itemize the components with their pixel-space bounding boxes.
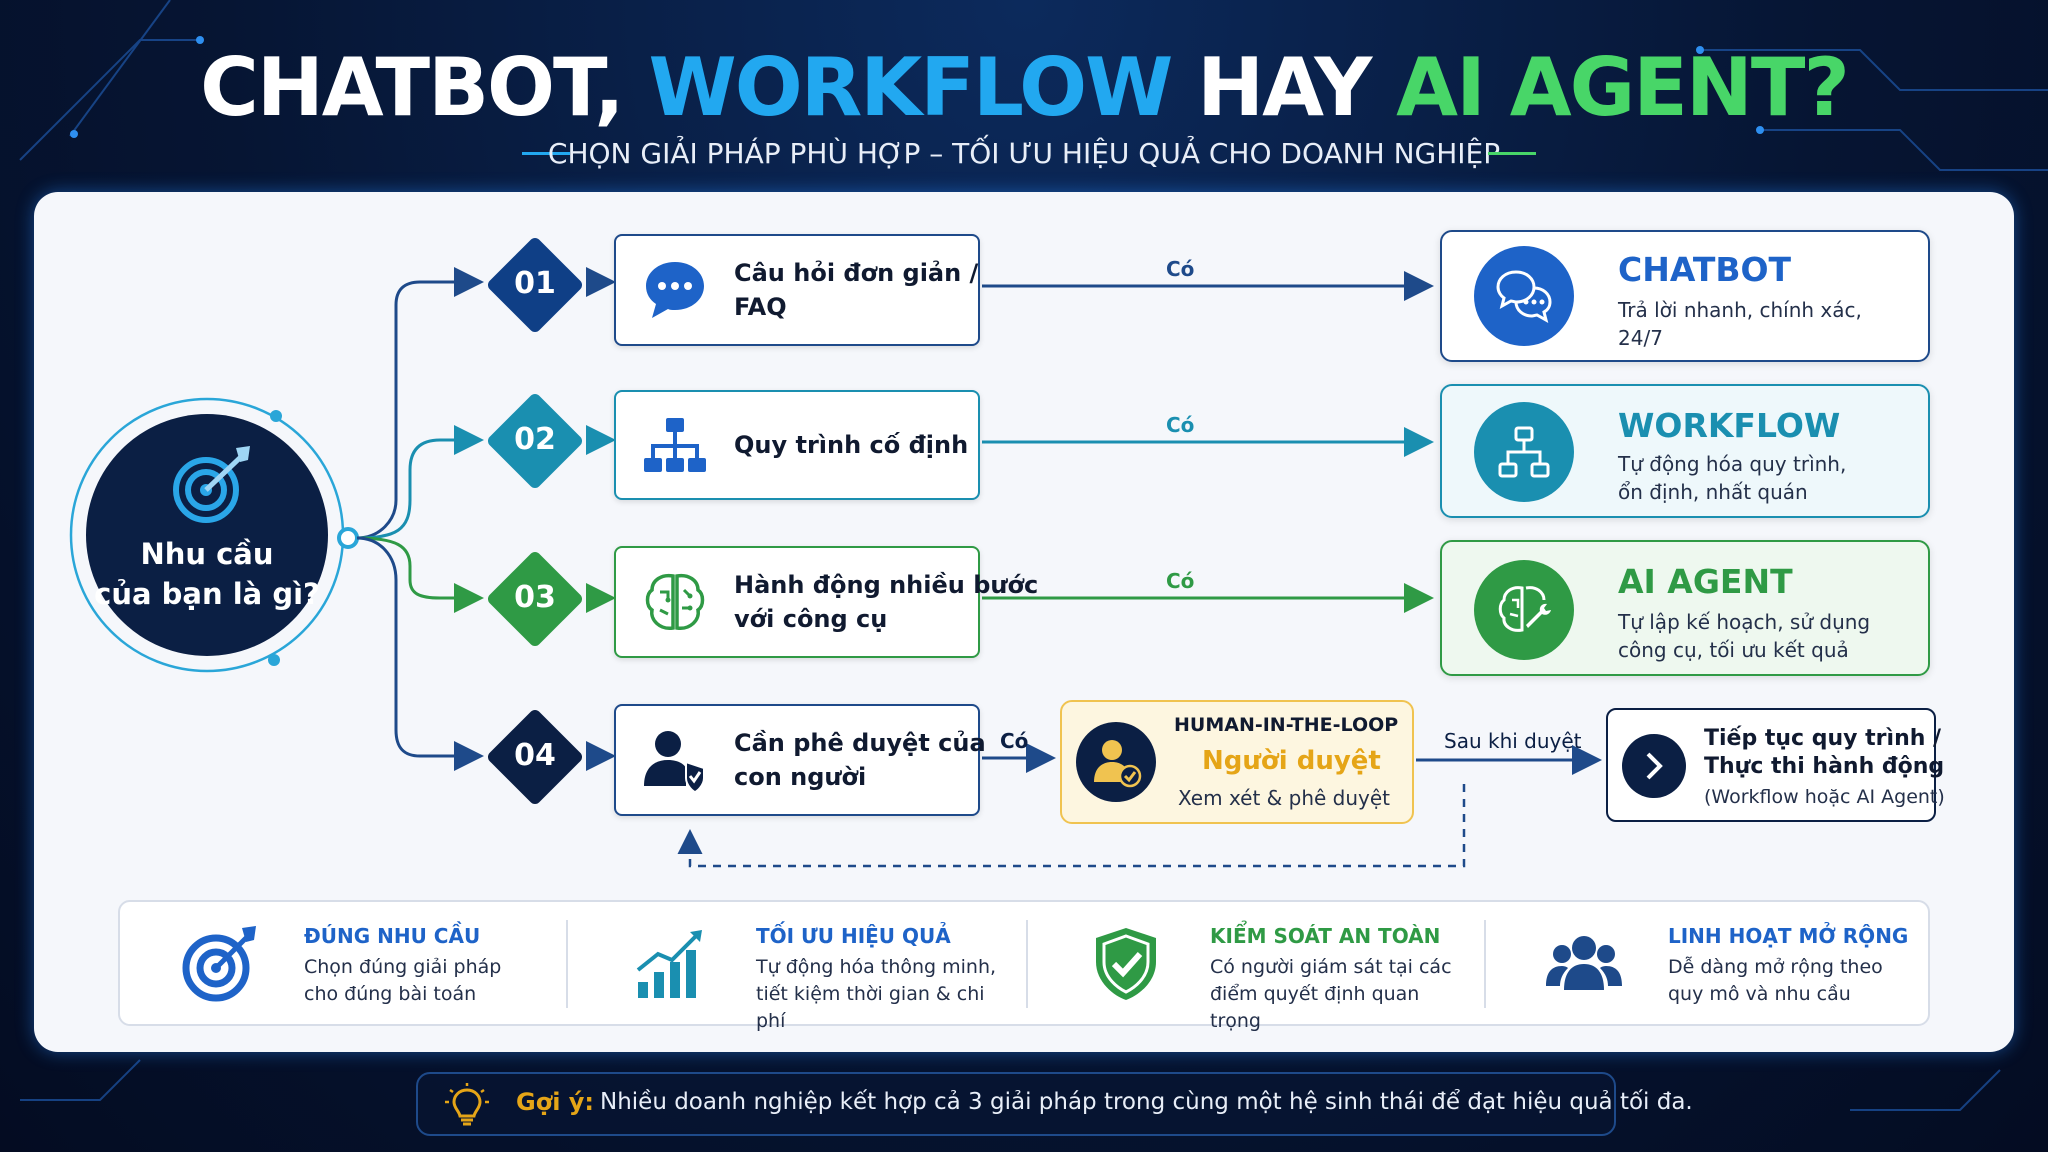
benefit-right-fit-title: ĐÚNG NHU CẦU — [304, 924, 481, 948]
hitl-title: HUMAN-IN-THE-LOOP — [1174, 714, 1399, 736]
question-faq-label: Câu hỏi đơn giản /FAQ — [734, 259, 979, 321]
result-workflow-title: WORKFLOW — [1618, 406, 1841, 445]
page-subtitle: CHỌN GIẢI PHÁP PHÙ HỢP – TỐI ƯU HIỆU QUẢ… — [547, 137, 1501, 170]
target-icon — [182, 926, 256, 1002]
yes-label-faq: Có — [1166, 257, 1195, 281]
users-icon — [1546, 936, 1622, 990]
chatbot-icon-circle — [1474, 246, 1574, 346]
continue-icon-circle — [1622, 734, 1686, 798]
brain-icon — [645, 573, 705, 630]
chat-icon — [1496, 270, 1552, 323]
result-chatbot-title: CHATBOT — [1618, 250, 1792, 289]
after-approval-label: Sau khi duyệt — [1444, 729, 1582, 753]
benefit-safety: KIỂM SOÁT AN TOÀN Có người giám sát tại … — [1026, 902, 1478, 1032]
result-chatbot: CHATBOT Trả lời nhanh, chính xác,24/7 — [1440, 230, 1930, 362]
question-fixed-process-label: Quy trình cố định — [734, 431, 969, 459]
benefit-safety-title: KIỂM SOÁT AN TOÀN — [1210, 924, 1441, 948]
page-title: CHATBOT, WORKFLOW HAY AI AGENT? — [200, 41, 1850, 134]
result-ai-agent-title: AI AGENT — [1618, 562, 1793, 601]
chevron-right-icon — [1646, 752, 1663, 780]
user-check-icon — [644, 731, 705, 794]
hitl-subtitle: Người duyệt — [1202, 746, 1381, 776]
subtitle-right-rule — [1488, 152, 1536, 155]
benefit-divider — [1026, 920, 1028, 1008]
benefit-efficiency-title: TỐI ƯU HIỆU QUẢ — [756, 924, 951, 948]
flowchart-icon — [644, 418, 706, 472]
benefit-divider — [1484, 920, 1486, 1008]
step-02-number: 02 — [514, 422, 556, 457]
brain-wrench-icon — [1498, 586, 1551, 632]
benefit-scalability-title: LINH HOẠT MỞ RỘNG — [1668, 924, 1909, 948]
yes-label-process: Có — [1166, 413, 1195, 437]
continue-process-box: Tiếp tục quy trình / Thực thi hành động … — [1606, 708, 1945, 822]
tip-label: Gợi ý: — [516, 1088, 595, 1116]
result-workflow-desc: Tự động hóa quy trình,ổn định, nhất quán — [1618, 452, 1847, 504]
chart-icon — [636, 930, 702, 998]
flowchart-icon — [1498, 426, 1550, 478]
lightbulb-icon — [445, 1083, 489, 1126]
step-03-number: 03 — [514, 580, 556, 615]
continue-line2: Thực thi hành động — [1704, 754, 1945, 779]
result-workflow: WORKFLOW Tự động hóa quy trình,ổn định, … — [1440, 384, 1930, 518]
continue-line3: (Workflow hoặc AI Agent) — [1704, 786, 1945, 808]
step-01-number: 01 — [514, 266, 556, 301]
benefit-efficiency-desc: Tự động hóa thông minh,tiết kiệm thời gi… — [756, 956, 997, 1032]
yes-label-approval: Có — [1000, 729, 1029, 753]
question-box-fixed-process: Quy trình cố định — [614, 390, 980, 500]
result-chatbot-desc: Trả lời nhanh, chính xác,24/7 — [1618, 298, 1862, 350]
tip-bar: Gợi ý: Nhiều doanh nghiệp kết hợp cả 3 g… — [416, 1072, 1693, 1136]
human-in-the-loop-box: HUMAN-IN-THE-LOOP Người duyệt Xem xét & … — [1060, 700, 1414, 824]
continue-line1: Tiếp tục quy trình / — [1704, 726, 1942, 751]
user-check-icon — [1094, 740, 1142, 788]
hitl-description: Xem xét & phê duyệt — [1178, 786, 1391, 810]
benefit-efficiency: TỐI ƯU HIỆU QUẢ Tự động hóa thông minh,t… — [572, 902, 1024, 1032]
subtitle-left-rule — [522, 152, 570, 155]
step-04-number: 04 — [514, 738, 556, 773]
question-box-faq: Câu hỏi đơn giản /FAQ — [614, 234, 980, 346]
workflow-icon-circle — [1474, 402, 1574, 502]
yes-label-multi-step: Có — [1166, 569, 1195, 593]
tip-text: Nhiều doanh nghiệp kết hợp cả 3 giải phá… — [600, 1089, 1693, 1115]
benefit-divider — [566, 920, 568, 1008]
shield-check-icon — [1096, 928, 1156, 1000]
chat-icon — [646, 262, 704, 318]
target-icon — [173, 446, 250, 523]
reviewer-icon-circle — [1076, 722, 1156, 802]
ai-agent-icon-circle — [1474, 560, 1574, 660]
